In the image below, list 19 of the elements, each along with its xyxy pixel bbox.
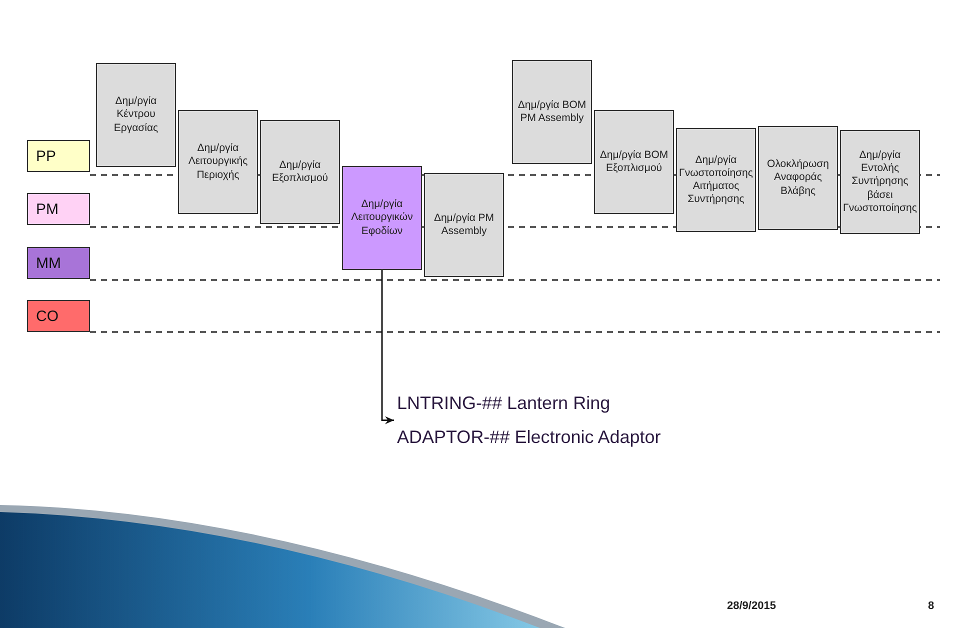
process-box: Δημ/ργία Εντολής Συντήρησης βάσει Γνωστοποίησης <box>840 130 920 234</box>
process-box: Δημ/ργία Κέντρου Εργασίας <box>96 63 176 167</box>
process-box: Δημ/ργία Λειτουργικών Εφοδίων <box>342 166 422 270</box>
part-code-text: LNTRING-## Lantern Ring <box>397 392 612 415</box>
process-box: Ολοκλήρωση Αναφοράς Βλάβης <box>758 126 838 230</box>
page-number: 8 <box>928 600 934 612</box>
part-code-text: ADAPTOR-## Electronic Adaptor <box>397 426 661 450</box>
process-box: Δημ/ργία PM Assembly <box>424 173 504 277</box>
process-box: Δημ/ργία Εξοπλισμού <box>260 120 340 224</box>
lane-label: CO <box>27 300 90 332</box>
process-box: Δημ/ργία Γνωστοποίησης Αιτήματος Συντήρησης <box>676 128 756 232</box>
date-text: 28/9/2015 <box>727 600 776 612</box>
lane-label: PM <box>27 193 90 225</box>
process-box: Δημ/ργία BOM Εξοπλισμού <box>594 110 674 214</box>
arrow <box>381 270 394 424</box>
process-box: Δημ/ργία Λειτουργικής Περιοχής <box>178 110 258 214</box>
lane-label: MM <box>27 247 90 279</box>
process-box: Δημ/ργία BOM PM Assembly <box>512 60 592 164</box>
lane-label: PP <box>27 140 90 172</box>
